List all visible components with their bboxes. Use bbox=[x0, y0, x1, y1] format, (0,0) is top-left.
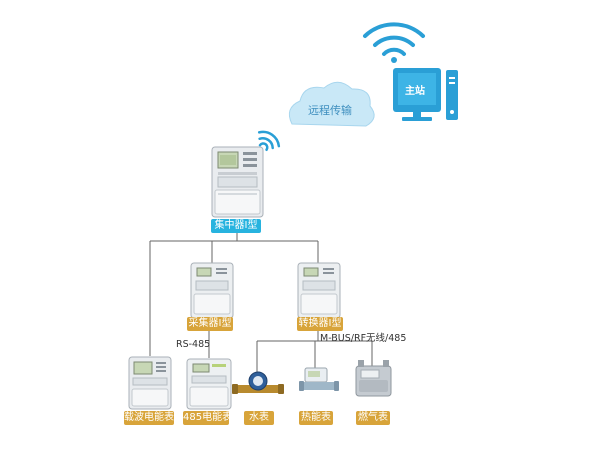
converter-label: 转换器I型 bbox=[297, 317, 343, 331]
rs485-meter-device bbox=[186, 358, 232, 410]
signal-icon bbox=[257, 130, 281, 152]
concentrator-label: 集中器I型 bbox=[211, 219, 261, 233]
water-meter-label: 水表 bbox=[244, 411, 274, 425]
heat-meter-device bbox=[299, 367, 339, 391]
master-station-label: 主站 bbox=[405, 86, 425, 97]
computer-icon bbox=[393, 68, 458, 121]
rs485-meter-label: 485电能表 bbox=[183, 411, 233, 425]
carrier-meter-device bbox=[128, 356, 172, 410]
remote-transmission-label: 远程传输 bbox=[308, 104, 352, 117]
collector-device bbox=[190, 262, 234, 319]
gas-meter-label: 燃气表 bbox=[356, 411, 390, 425]
wifi-icon bbox=[363, 22, 425, 63]
collector-label: 采集器I型 bbox=[187, 317, 233, 331]
heat-meter-label: 热能表 bbox=[299, 411, 333, 425]
concentrator-device bbox=[211, 146, 264, 218]
connection-lines bbox=[149, 231, 373, 372]
mbus-connection-label: M-BUS/RF无线/485 bbox=[320, 333, 407, 344]
rs485-connection-label: RS-485 bbox=[176, 339, 211, 350]
converter-device bbox=[297, 262, 341, 319]
water-meter-device bbox=[232, 371, 284, 394]
cloud-icon bbox=[288, 81, 375, 127]
carrier-meter-label: 载波电能表 bbox=[124, 411, 174, 425]
gas-meter-device bbox=[355, 360, 392, 397]
